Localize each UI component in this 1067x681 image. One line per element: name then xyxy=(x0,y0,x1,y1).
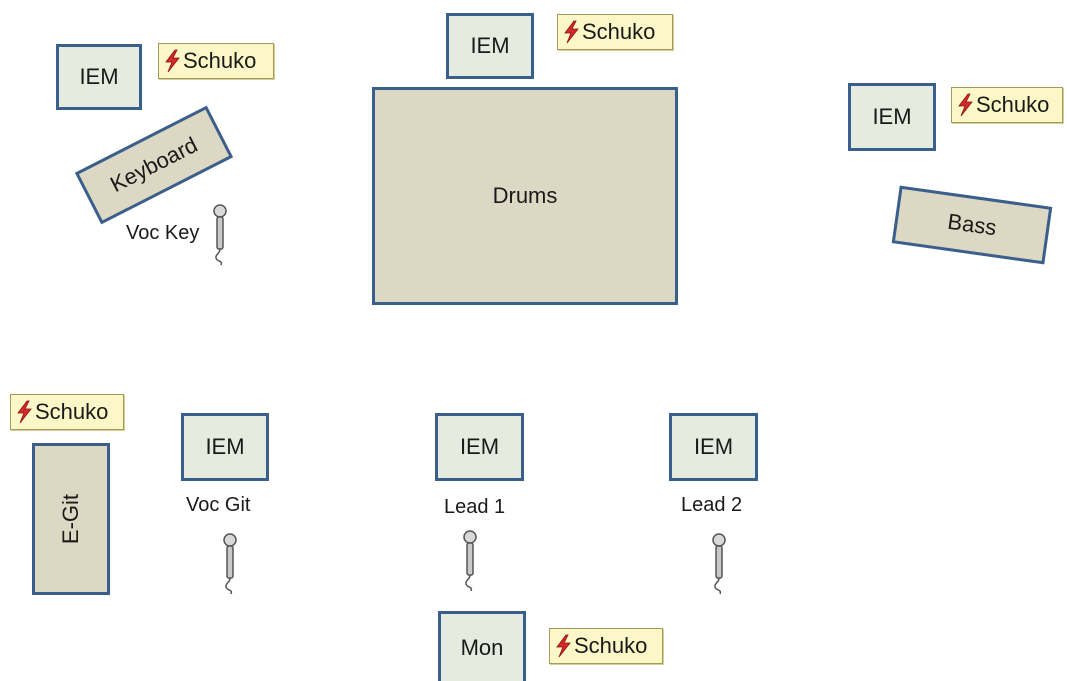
iem-keyboard: IEM xyxy=(56,44,142,110)
bass: Bass xyxy=(891,185,1053,265)
power-bolt-icon xyxy=(956,93,974,117)
power-bolt-icon xyxy=(163,49,181,73)
mic-label-lead-2: Lead 2 xyxy=(681,494,743,516)
iem-label: IEM xyxy=(693,434,734,459)
microphone-icon xyxy=(708,533,730,595)
monitor-label: Mon xyxy=(460,634,504,660)
microphone-icon xyxy=(219,533,241,595)
schuko-label: Schuko xyxy=(582,19,656,44)
schuko-label: Schuko xyxy=(183,48,257,73)
power-bolt-icon xyxy=(15,400,33,424)
power-bolt-icon xyxy=(562,20,580,44)
iem-lead-1: IEM xyxy=(435,413,524,481)
microphone-icon xyxy=(459,530,481,592)
bass-label: Bass xyxy=(946,208,999,241)
iem-label: IEM xyxy=(872,104,912,129)
schuko-outlet-drums: Schuko xyxy=(557,14,673,50)
schuko-label: Schuko xyxy=(35,399,109,424)
mic-label-voc-key: Voc Key xyxy=(126,222,200,244)
drums: Drums xyxy=(372,87,678,305)
power-bolt-icon xyxy=(554,634,572,658)
mic-label-lead-1: Lead 1 xyxy=(444,496,506,518)
schuko-outlet-keyboard: Schuko xyxy=(158,43,274,79)
drums-label: Drums xyxy=(492,183,558,208)
schuko-outlet-monitor: Schuko xyxy=(549,628,663,664)
monitor: Mon xyxy=(438,611,526,681)
schuko-label: Schuko xyxy=(976,92,1050,117)
schuko-outlet-egit: Schuko xyxy=(10,394,124,430)
iem-bass: IEM xyxy=(848,83,936,151)
iem-label: IEM xyxy=(470,33,510,58)
iem-label: IEM xyxy=(79,64,119,89)
iem-voc-git: IEM xyxy=(181,413,269,481)
iem-lead-2: IEM xyxy=(669,413,758,481)
keyboard-label: Keyboard xyxy=(106,132,202,198)
e-git-label: E-Git xyxy=(58,493,83,545)
microphone-icon xyxy=(209,204,231,266)
iem-label: IEM xyxy=(205,434,245,459)
iem-label: IEM xyxy=(459,434,500,459)
mic-label-voc-git: Voc Git xyxy=(186,494,251,516)
e-git: E-Git xyxy=(32,443,110,595)
iem-drums: IEM xyxy=(446,13,534,79)
schuko-outlet-bass: Schuko xyxy=(951,87,1063,123)
schuko-label: Schuko xyxy=(574,633,648,658)
